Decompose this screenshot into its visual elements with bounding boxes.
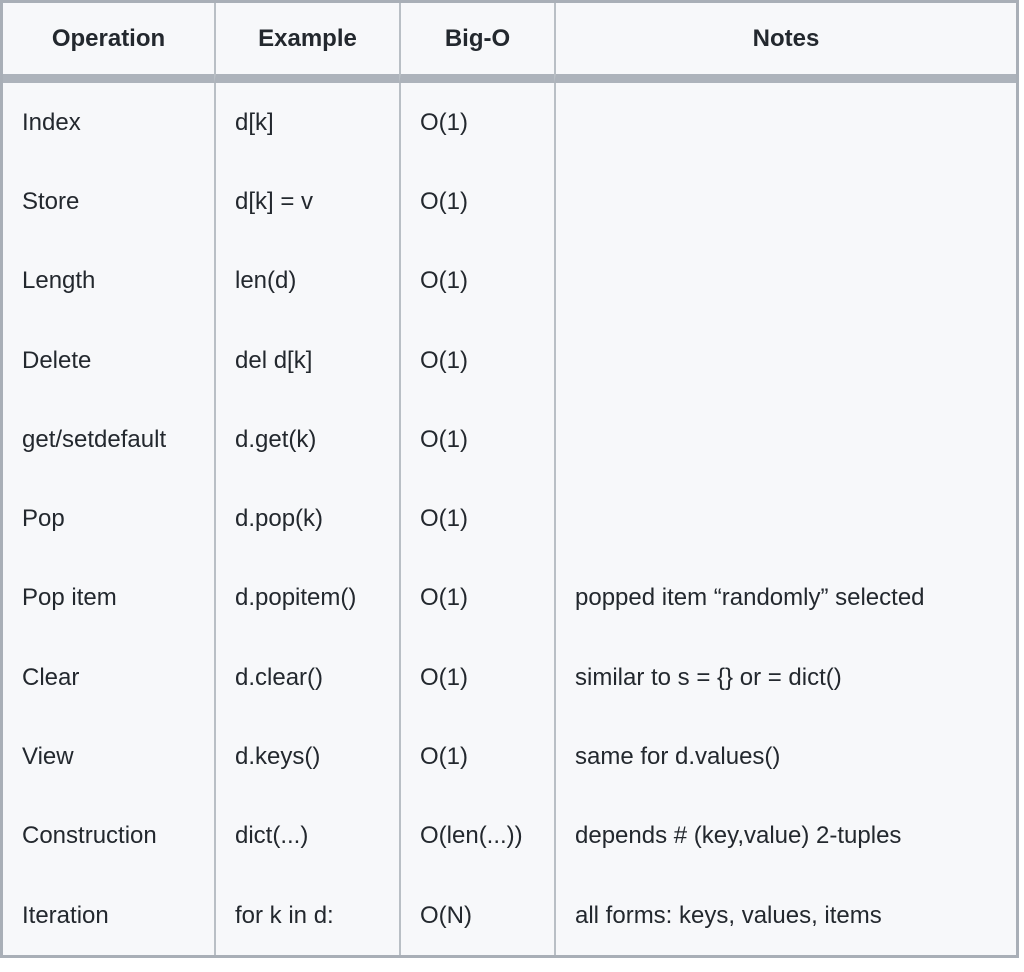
cell-example: dict(...)	[214, 796, 399, 876]
cell-big-o: O(1)	[399, 162, 554, 242]
cell-example: d.get(k)	[214, 400, 399, 480]
cell-example: d[k]	[214, 83, 399, 163]
cell-big-o: O(len(...))	[399, 796, 554, 876]
cell-big-o: O(1)	[399, 241, 554, 321]
cell-notes: all forms: keys, values, items	[554, 875, 1016, 956]
cell-big-o: O(1)	[399, 320, 554, 401]
cell-big-o: O(1)	[399, 717, 554, 797]
cell-big-o: O(1)	[399, 83, 554, 163]
cell-notes	[554, 320, 1016, 401]
cell-operation: Store	[3, 162, 214, 242]
cell-big-o: O(N)	[399, 875, 554, 956]
cell-example: del d[k]	[214, 320, 399, 401]
cell-example: len(d)	[214, 241, 399, 321]
cell-notes	[554, 479, 1016, 559]
cell-big-o: O(1)	[399, 400, 554, 480]
cell-operation: Length	[3, 241, 214, 321]
cell-notes: depends # (key,value) 2-tuples	[554, 796, 1016, 876]
table-header: Operation Example Big-O Notes	[3, 3, 1016, 83]
column-header-example: Example	[214, 3, 399, 83]
cell-example: for k in d:	[214, 875, 399, 956]
cell-notes	[554, 162, 1016, 242]
column-header-operation: Operation	[3, 3, 214, 83]
cell-example: d[k] = v	[214, 162, 399, 242]
column-header-big-o: Big-O	[399, 3, 554, 83]
cell-notes: similar to s = {} or = dict()	[554, 638, 1016, 718]
cell-operation: get/setdefault	[3, 400, 214, 480]
cell-operation: Pop item	[3, 558, 214, 639]
cell-example: d.popitem()	[214, 558, 399, 639]
cell-notes	[554, 241, 1016, 321]
cell-notes: same for d.values()	[554, 717, 1016, 797]
cell-big-o: O(1)	[399, 479, 554, 559]
cell-operation: Delete	[3, 320, 214, 401]
cell-operation: View	[3, 717, 214, 797]
cell-big-o: O(1)	[399, 558, 554, 639]
column-header-notes: Notes	[554, 3, 1016, 83]
cell-notes: popped item “randomly” selected	[554, 558, 1016, 639]
cell-example: d.keys()	[214, 717, 399, 797]
cell-operation: Construction	[3, 796, 214, 876]
cell-operation: Iteration	[3, 875, 214, 956]
table-header-row: Operation Example Big-O Notes	[3, 3, 1016, 83]
cell-example: d.pop(k)	[214, 479, 399, 559]
cell-notes	[554, 83, 1016, 163]
cell-operation: Clear	[3, 638, 214, 718]
cell-operation: Index	[3, 83, 214, 163]
cell-example: d.clear()	[214, 638, 399, 718]
cell-big-o: O(1)	[399, 638, 554, 718]
cell-operation: Pop	[3, 479, 214, 559]
cell-notes	[554, 400, 1016, 480]
